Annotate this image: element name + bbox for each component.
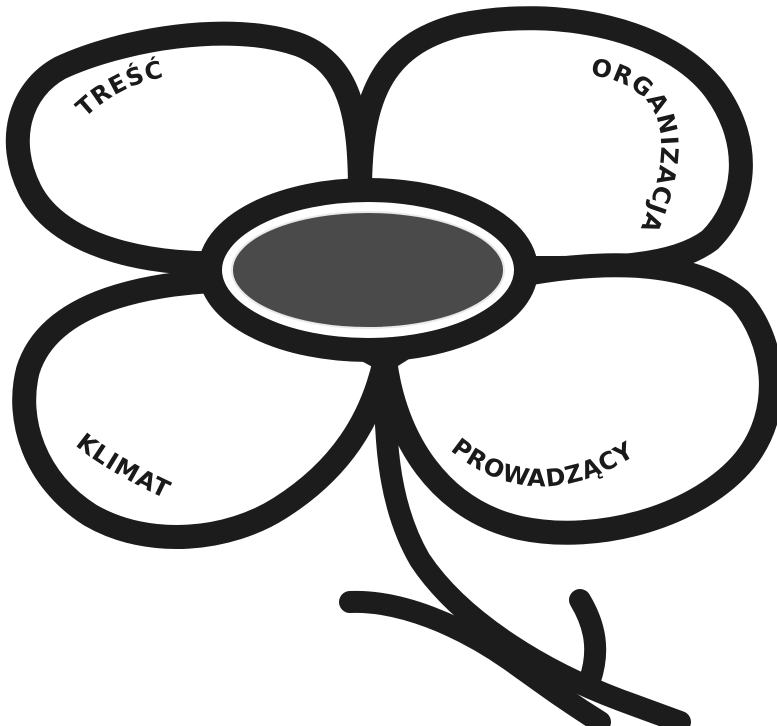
flower-diagram: TREŚĆ ORGANIZACJA KLIMAT PROWADZĄCY	[0, 0, 777, 726]
